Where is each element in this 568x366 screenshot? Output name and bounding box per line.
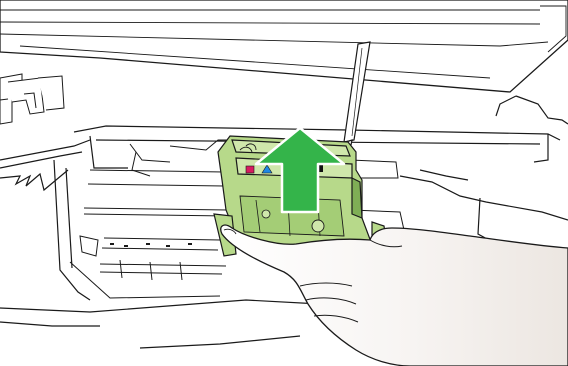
scanner-lid (0, 0, 568, 92)
ink-indicator-magenta (246, 166, 254, 173)
pointing-hand-icon (221, 225, 568, 366)
lid-hinge (0, 74, 64, 124)
